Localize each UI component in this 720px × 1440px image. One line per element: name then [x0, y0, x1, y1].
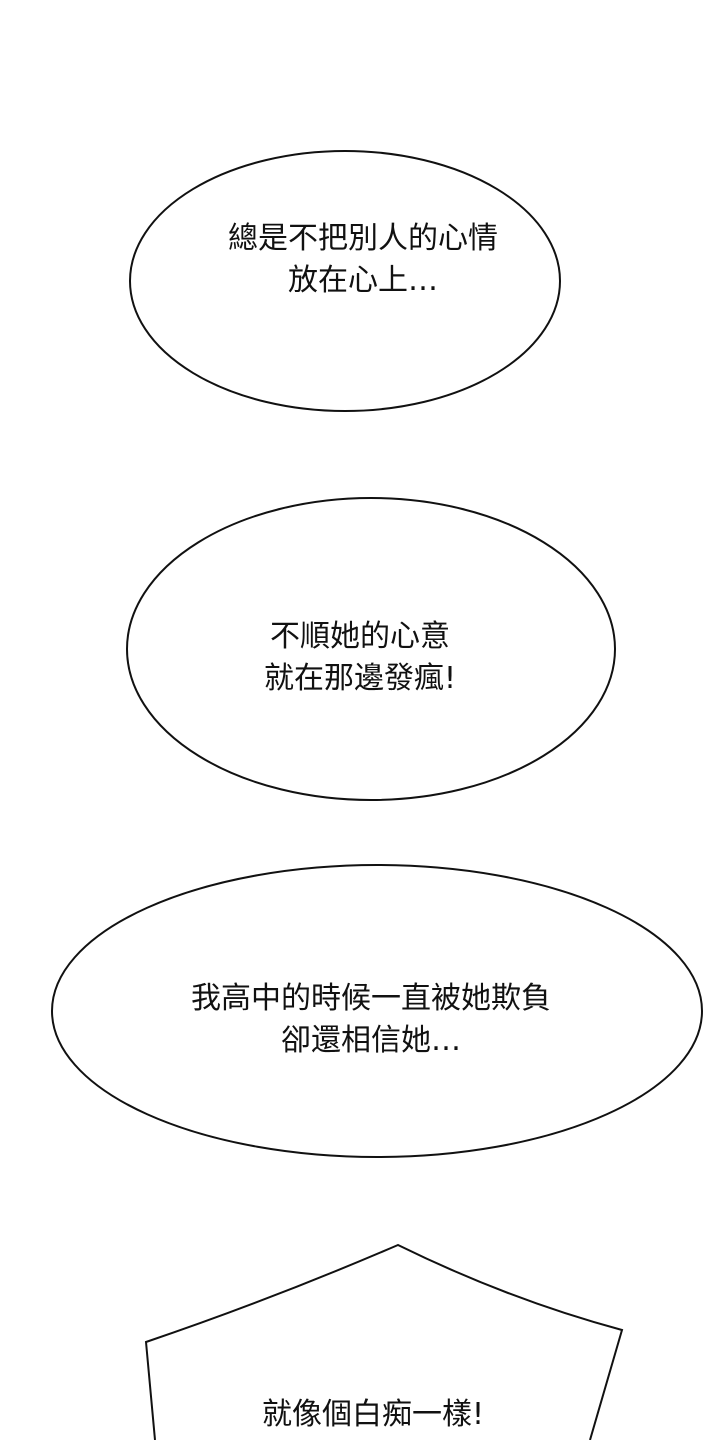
- bubble-4-line-1: 就像個白痴一樣!: [261, 1397, 485, 1432]
- shout-bubble-4: [144, 1243, 624, 1440]
- bubble-3-line-1: 我高中的時候一直被她欺負: [191, 981, 551, 1016]
- bubble-3-line-2: 卻還相信她…: [281, 1023, 461, 1058]
- bubble-2-line-1: 不順她的心意: [270, 619, 450, 654]
- bubble-1-line-1: 總是不把別人的心情: [228, 221, 498, 256]
- bubble-3-text: 我高中的時候一直被她欺負 卻還相信她…: [0, 978, 720, 1062]
- bubble-2-text: 不順她的心意 就在那邊發瘋!: [0, 616, 720, 700]
- speech-bubble-3: [51, 864, 703, 1158]
- speech-bubble-1: [129, 150, 561, 412]
- bubble-4-text: 就像個白痴一樣!: [0, 1394, 720, 1436]
- bubble-2-line-2: 就在那邊發瘋!: [263, 661, 457, 696]
- speech-bubble-2: [126, 497, 616, 801]
- bubble-1-line-2: 放在心上…: [288, 263, 438, 298]
- bubble-1-text: 總是不把別人的心情 放在心上…: [0, 218, 720, 302]
